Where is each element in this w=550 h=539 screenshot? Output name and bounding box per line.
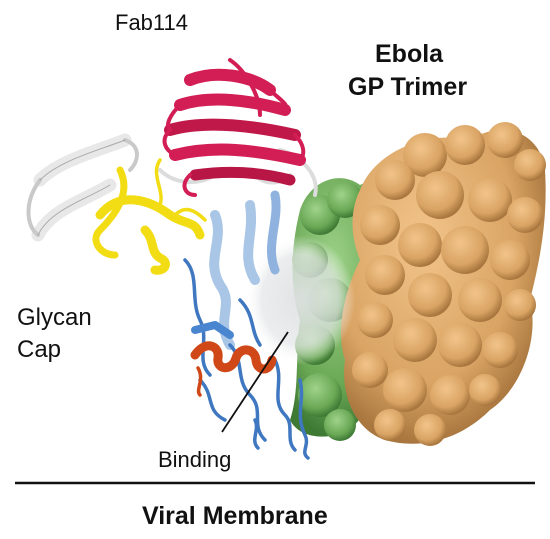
glycan-cap-ribbon [92,158,207,275]
fab-light-chain [26,133,318,242]
glycan-cap-label-line2: Cap [17,336,61,363]
trimer-label-line1: Ebola [375,40,444,68]
fab-heavy-chain [162,58,306,197]
gp-ribbon [183,190,310,460]
binding-pointer-line [221,331,289,433]
helix [190,341,277,397]
trimer-orange-surface [340,122,546,446]
membrane-label: Viral Membrane [142,502,328,530]
binding-label: Binding [158,447,231,472]
trimer-label-line2: GP Trimer [348,73,467,101]
fab-label: Fab114 [115,10,188,35]
glycan-cap-label-line1: Glycan [17,304,92,331]
